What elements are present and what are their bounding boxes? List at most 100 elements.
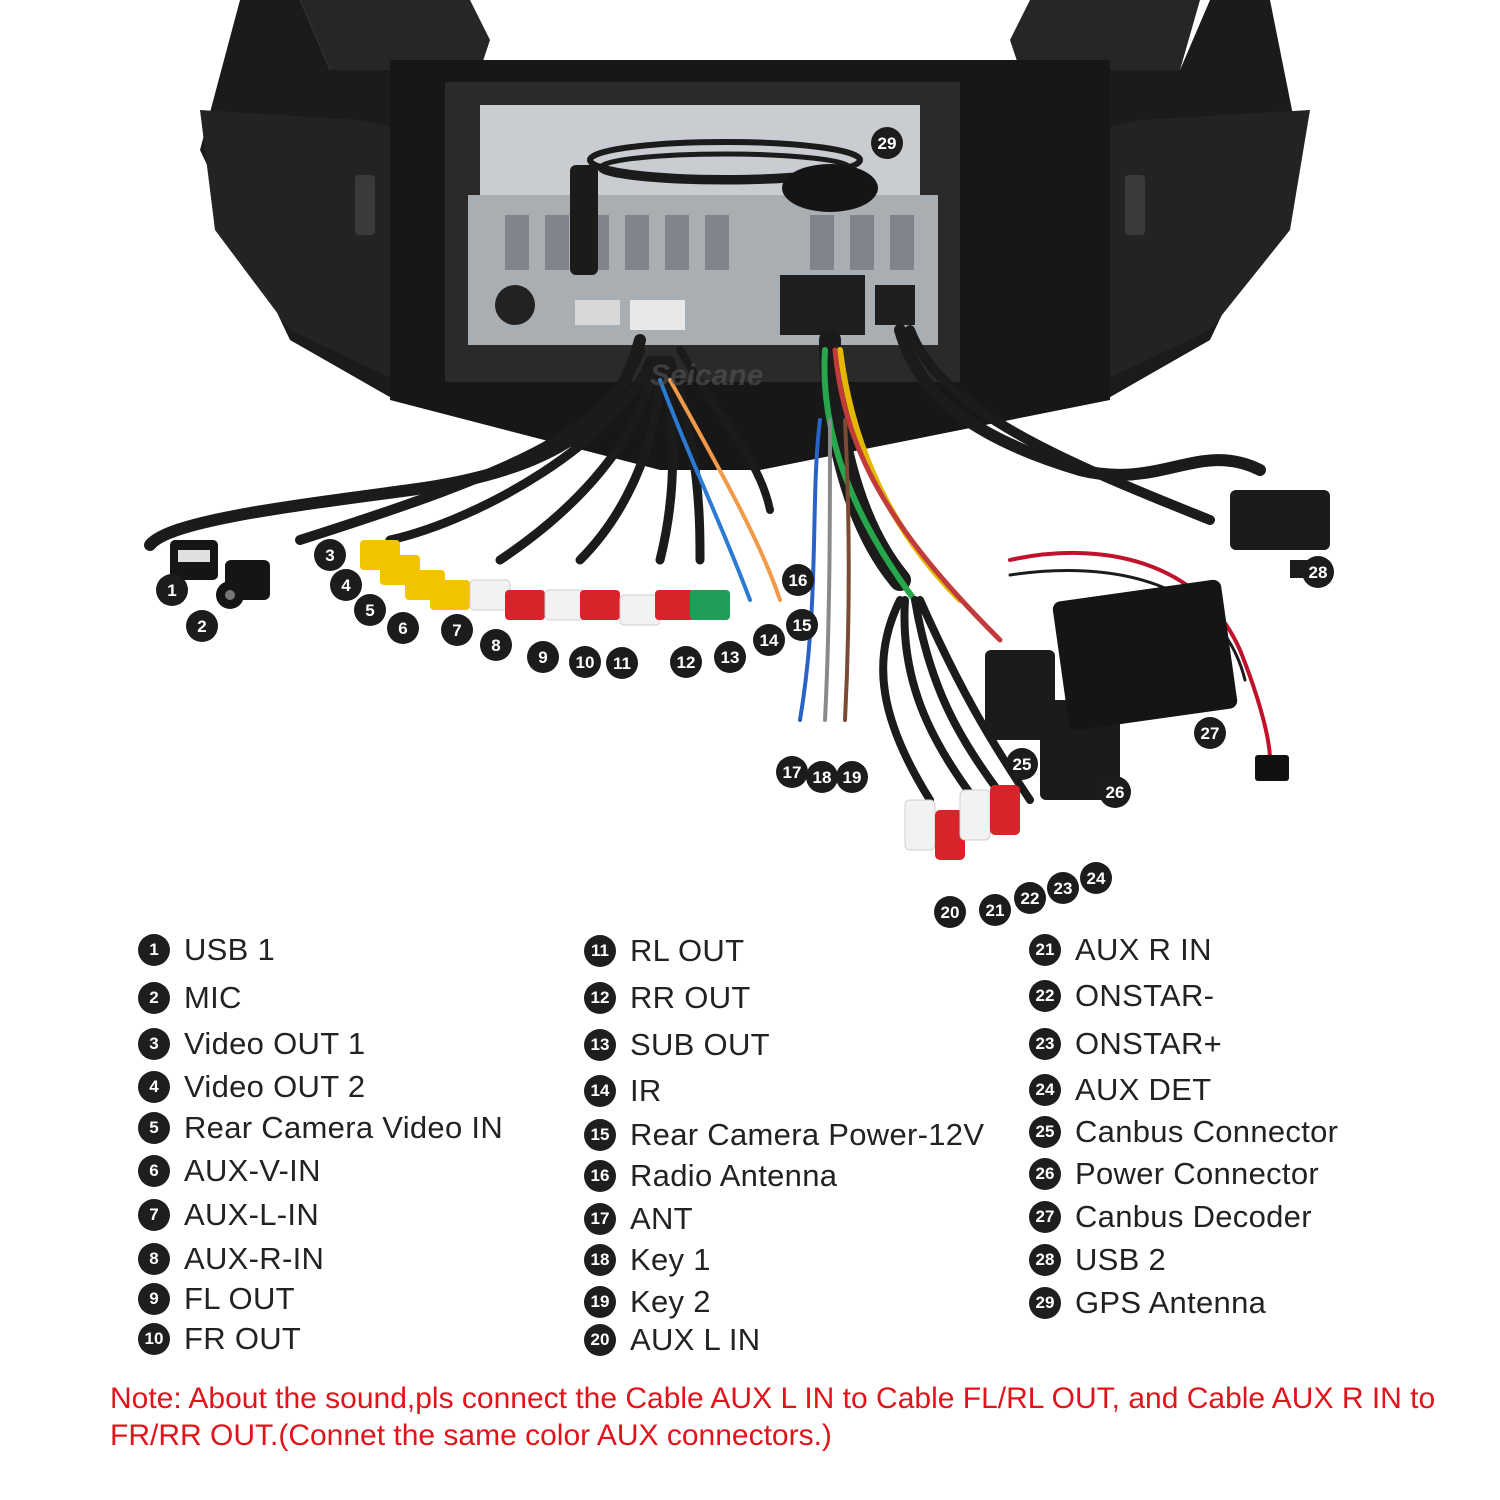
legend-number: 11 bbox=[584, 935, 616, 967]
svg-text:14: 14 bbox=[760, 631, 779, 650]
legend-number: 25 bbox=[1029, 1116, 1061, 1148]
legend-label: Rear Camera Power-12V bbox=[630, 1117, 985, 1152]
legend-label: GPS Antenna bbox=[1075, 1285, 1267, 1320]
callout-badge-14: 14 bbox=[753, 624, 785, 656]
svg-text:1: 1 bbox=[167, 581, 176, 600]
legend-label: Power Connector bbox=[1075, 1156, 1320, 1191]
callout-badge-21: 21 bbox=[979, 894, 1011, 926]
callout-badge-11: 11 bbox=[606, 647, 638, 679]
callout-badge-4: 4 bbox=[330, 569, 362, 601]
legend-number: 9 bbox=[138, 1283, 170, 1315]
legend-item-aux-det: 24 AUX DET bbox=[1029, 1072, 1211, 1108]
lower-aux-plugs bbox=[904, 785, 1020, 860]
legend-number: 13 bbox=[584, 1029, 616, 1061]
callout-badge-17: 17 bbox=[776, 756, 808, 788]
svg-text:27: 27 bbox=[1201, 724, 1220, 743]
svg-text:10: 10 bbox=[576, 653, 595, 672]
legend-label: SUB OUT bbox=[630, 1027, 770, 1062]
legend-number: 22 bbox=[1029, 980, 1061, 1012]
legend-label: IR bbox=[630, 1073, 662, 1108]
svg-text:28: 28 bbox=[1309, 563, 1328, 582]
svg-text:15: 15 bbox=[793, 616, 812, 635]
svg-text:9: 9 bbox=[538, 648, 547, 667]
legend-number: 29 bbox=[1029, 1287, 1061, 1319]
svg-text:3: 3 bbox=[325, 546, 334, 565]
legend-number: 2 bbox=[138, 982, 170, 1014]
callout-badge-19: 19 bbox=[836, 761, 868, 793]
svg-text:16: 16 bbox=[789, 571, 808, 590]
callout-badge-27: 27 bbox=[1194, 717, 1226, 749]
callout-badge-24: 24 bbox=[1080, 862, 1112, 894]
legend-number: 16 bbox=[584, 1160, 616, 1192]
callout-badge-23: 23 bbox=[1047, 872, 1079, 904]
svg-text:5: 5 bbox=[365, 601, 374, 620]
legend-label: FR OUT bbox=[184, 1321, 302, 1356]
callout-badge-1: 1 bbox=[156, 574, 188, 606]
svg-text:20: 20 bbox=[941, 903, 960, 922]
callout-badge-16: 16 bbox=[782, 564, 814, 596]
svg-text:12: 12 bbox=[677, 653, 696, 672]
legend-number: 24 bbox=[1029, 1074, 1061, 1106]
svg-text:17: 17 bbox=[783, 763, 802, 782]
legend-number: 6 bbox=[138, 1155, 170, 1187]
svg-text:6: 6 bbox=[398, 619, 407, 638]
legend-number: 5 bbox=[138, 1112, 170, 1144]
callout-badge-7: 7 bbox=[441, 614, 473, 646]
rca-connectors bbox=[360, 540, 730, 626]
legend-label: AUX DET bbox=[1075, 1072, 1212, 1107]
callout-badge-2: 2 bbox=[186, 610, 218, 642]
legend-number: 14 bbox=[584, 1075, 616, 1107]
callout-badge-20: 20 bbox=[934, 896, 966, 928]
legend-label: AUX-R-IN bbox=[184, 1241, 325, 1276]
legend-number: 27 bbox=[1029, 1201, 1061, 1233]
svg-text:26: 26 bbox=[1106, 783, 1125, 802]
legend-label: RL OUT bbox=[630, 933, 745, 968]
callout-badge-28: 28 bbox=[1302, 556, 1334, 588]
legend-item-ir: 14 IR bbox=[584, 1073, 662, 1109]
legend-number: 21 bbox=[1029, 934, 1061, 966]
legend-item-rear-camera-power: 15 Rear Camera Power-12V bbox=[584, 1117, 984, 1153]
legend-item-power-connector: 26 Power Connector bbox=[1029, 1156, 1319, 1192]
callout-badge-25: 25 bbox=[1006, 748, 1038, 780]
legend-number: 4 bbox=[138, 1071, 170, 1103]
legend-number: 10 bbox=[138, 1323, 170, 1355]
sound-connection-note: Note: About the sound,pls connect the Ca… bbox=[110, 1382, 1436, 1452]
legend-item-fl-out: 9 FL OUT bbox=[138, 1281, 295, 1317]
legend-label: USB 2 bbox=[1075, 1242, 1167, 1277]
legend-label: Radio Antenna bbox=[630, 1158, 838, 1193]
legend-label: ANT bbox=[630, 1201, 693, 1236]
svg-text:24: 24 bbox=[1087, 869, 1106, 888]
svg-text:8: 8 bbox=[491, 636, 500, 655]
svg-text:21: 21 bbox=[986, 901, 1005, 920]
legend-number: 3 bbox=[138, 1028, 170, 1060]
gps-antenna bbox=[570, 139, 878, 275]
callout-badge-26: 26 bbox=[1099, 776, 1131, 808]
legend-number: 12 bbox=[584, 982, 616, 1014]
callout-badge-8: 8 bbox=[480, 629, 512, 661]
callout-badge-18: 18 bbox=[806, 761, 838, 793]
legend-number: 8 bbox=[138, 1243, 170, 1275]
svg-text:11: 11 bbox=[613, 654, 631, 673]
legend-number: 15 bbox=[584, 1119, 616, 1151]
svg-text:22: 22 bbox=[1021, 889, 1040, 908]
legend-number: 26 bbox=[1029, 1158, 1061, 1190]
legend-item-rl-out: 11 RL OUT bbox=[584, 933, 744, 969]
legend-item-fr-out: 10 FR OUT bbox=[138, 1321, 301, 1357]
legend-label: FL OUT bbox=[184, 1281, 295, 1316]
legend-label: Key 2 bbox=[630, 1284, 711, 1319]
svg-text:18: 18 bbox=[813, 768, 832, 787]
callout-badge-15: 15 bbox=[786, 609, 818, 641]
